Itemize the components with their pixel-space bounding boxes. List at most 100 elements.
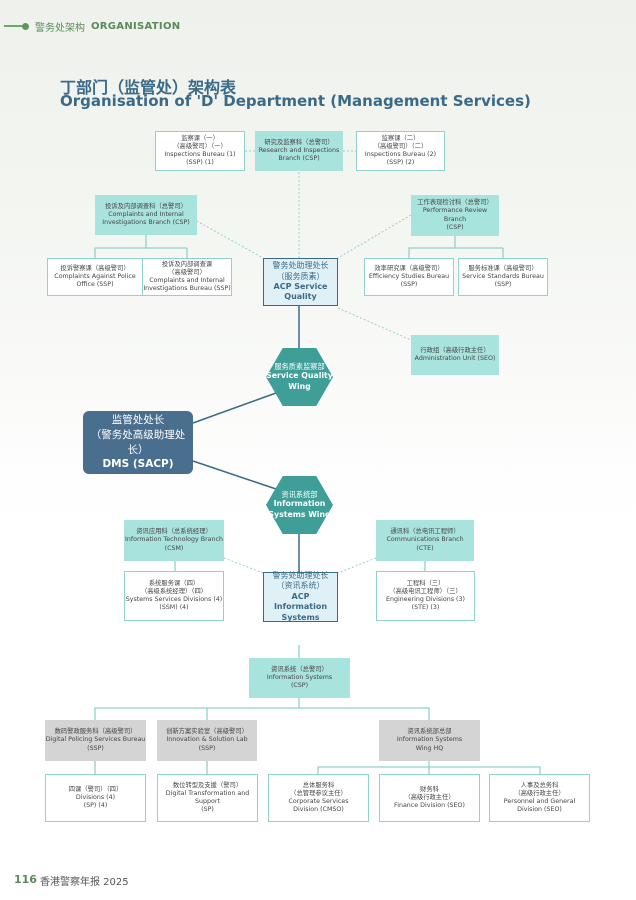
iswhq-zh: 资讯系统部总部: [407, 728, 452, 736]
complaints-internal-investigations-bureau: 投诉及内部调查课 （高级警司） Complaints and Internal …: [142, 258, 232, 296]
ib1-en1: Inspections Bureau (1): [164, 151, 236, 158]
isl-zh: 创新方案实验室（高级警司）: [166, 728, 248, 736]
iswhq-en1: Information Systems: [396, 736, 463, 744]
dpsb-en1: Digital Policing Services Bureau: [45, 736, 146, 744]
ri-en2: Branch (CSP): [278, 155, 320, 163]
digital-transformation-support: 数位转型及支援（警司） Digital Transformation and S…: [157, 774, 258, 822]
isw-en2: Systems Wing: [268, 509, 331, 519]
dts-zh: 数位转型及支援（警司）: [172, 781, 243, 789]
personnel-general-division: 人事及总务科 （高级行政主任） Personnel and General Di…: [489, 774, 590, 822]
ciib-zh: 投诉及内部调查科（总警司）: [105, 202, 187, 210]
eng-en2: (STE) (3): [411, 604, 440, 612]
complaints-internal-investigations-branch: 投诉及内部调查科（总警司） Complaints and Internal In…: [95, 195, 197, 235]
acpis-en2: Systems: [281, 612, 320, 622]
dts-en2: (SP): [201, 806, 214, 814]
ri-en1: Research and Inspections: [258, 146, 340, 154]
div4-en1: Divisions (4): [75, 793, 116, 801]
acpis-zh1: 警务处助理处长: [272, 571, 329, 581]
cb-en2: (CTE): [416, 544, 434, 552]
capo-en1: Complaints Against Police: [54, 272, 136, 280]
acp-information-systems: 警务处助理处长 （资讯系统） ACP Information Systems: [263, 571, 338, 622]
header-dot: [22, 22, 29, 30]
pg-en1: Personnel and General: [503, 798, 576, 805]
admin-zh: 行政组（高级行政主任）: [420, 346, 490, 354]
acp-service-quality: 警务处助理处长 （服务质素） ACP Service Quality: [263, 258, 338, 306]
div4-zh: 四课（警司）（四）: [68, 785, 123, 793]
iswhq-en2: Wing HQ: [415, 744, 444, 752]
director-management-services: 监管处处长 （警务处高级助理处长） DMS (SACP): [83, 411, 193, 474]
main-connectors: [192, 306, 300, 572]
dms-l3: DMS (SACP): [102, 458, 174, 471]
administration-unit: 行政组（高级行政主任） Administration Unit (SEO): [411, 335, 499, 375]
innovation-solution-lab: 创新方案实验室（高级警司） Innovation & Solution Lab …: [157, 720, 257, 761]
ciibur-zh2: （高级警司）: [168, 268, 206, 276]
ib1-zh2: （高级警司）（一）: [173, 142, 227, 150]
itb-en2: (CSM): [164, 544, 184, 552]
section-header: 警务处架构 ORGANISATION: [0, 18, 180, 34]
prb-en1: Performance Review Branch: [422, 207, 488, 223]
admin-en: Administration Unit (SEO): [414, 355, 496, 362]
inspections-bureau-1: 监察课（一） （高级警司）（一） Inspections Bureau (1) …: [155, 131, 245, 171]
page-title-en: Organisation of 'D' Department (Manageme…: [60, 92, 531, 110]
acpsq-zh1: 警务处助理处长: [272, 261, 329, 271]
header-zh: 警务处架构: [35, 22, 85, 34]
eng-zh1: 工程科（三）: [406, 579, 445, 587]
is-en1: Information Systems: [266, 673, 333, 681]
ssd-zh1: 系统服务课（四）: [148, 579, 200, 587]
acpsq-en1: ACP Service: [273, 282, 328, 291]
itb-en1: Information Technology Branch: [125, 536, 223, 544]
ib1-zh1: 监察课（一）: [181, 134, 219, 142]
cb-en1: Communications Branch: [386, 536, 464, 544]
pg-zh1: 人事及总务科: [520, 781, 559, 789]
systems-services-divisions: 系统服务课（四） （高级系统经理）（四） Systems Services Di…: [124, 571, 224, 621]
ssb-zh: 服务标准课（高级警司）: [468, 264, 538, 272]
footer-publication: 香港警察年报 2025: [40, 877, 129, 888]
corporate-services-division: 总体服务科 （总管理参议主任） Corporate Services Divis…: [268, 774, 369, 822]
fin-zh2: （高级行政主任）: [404, 793, 455, 801]
isw-en1: Information: [273, 499, 326, 509]
sqw-zh: 服务质素监察部: [274, 361, 325, 371]
ib1-en2: (SSP) (1): [186, 159, 214, 167]
performance-review-branch: 工作表现检讨科（总警司） Performance Review Branch (…: [411, 195, 499, 236]
esb-en: Efficiency Studies Bureau (SSP): [368, 272, 450, 289]
acpsq-zh2: （服务质素）: [276, 271, 325, 281]
ib2-en1: Inspections Bureau (2): [364, 151, 437, 158]
page-title-zh: 丁部门（监管处）架构表: [60, 78, 237, 97]
dts-en1: Digital Transformation and Support: [165, 789, 250, 805]
header-line: [4, 25, 24, 27]
ssd-en2: (SSM) (4): [159, 604, 189, 612]
cb-zh: 通讯科（总电讯工程师）: [390, 528, 460, 536]
is-en2: (CSP): [290, 682, 309, 690]
cs-zh2: （总管理参议主任）: [290, 789, 347, 797]
communications-branch: 通讯科（总电讯工程师） Communications Branch (CTE): [376, 520, 474, 561]
service-standards-bureau: 服务标准课（高级警司） Service Standards Bureau (SS…: [458, 258, 548, 296]
cs-en1: Corporate Services: [288, 798, 349, 805]
pg-zh2: （高级行政主任）: [514, 789, 565, 797]
dms-l1: 监管处处长: [111, 414, 165, 427]
acpis-zh2: （资讯系统）: [276, 581, 325, 591]
header-en: ORGANISATION: [91, 20, 181, 32]
pg-en2: Division (SEO): [517, 806, 562, 814]
acpis-en1: ACP Information: [273, 591, 328, 612]
ssb-en: Service Standards Bureau (SSP): [462, 272, 544, 289]
ib2-zh2: （高级警司）（二）: [373, 142, 428, 150]
engineering-divisions: 工程科（三） （高级电讯工程师）（三） Engineering Division…: [376, 571, 475, 621]
dpsb-zh: 数码警政服务科（高级警司）: [54, 728, 137, 736]
information-technology-branch: 资讯应用科（总系统经理） Information Technology Bran…: [124, 520, 224, 561]
dms-l2: （警务处高级助理处长）: [90, 428, 186, 456]
cs-en2: Division (CMSO): [293, 806, 344, 814]
ciibur-zh1: 投诉及内部调查课: [161, 260, 213, 268]
capo-zh: 投诉警察课（高级警司）: [60, 264, 130, 272]
divisions-4: 四课（警司）（四） Divisions (4) (SP) (4): [45, 774, 146, 822]
page-number: 116: [14, 873, 37, 886]
ciibur-en2: Investigations Bureau (SSP): [143, 285, 231, 293]
isw-zh: 资讯系统部: [281, 489, 318, 499]
ciibur-en1: Complaints and Internal: [149, 277, 225, 284]
solid-teal-connectors: [94, 235, 541, 774]
fin-en: Finance Division (SEO): [394, 802, 465, 810]
research-inspections-branch: 研究及监察科（总警司） Research and Inspections Bra…: [255, 131, 343, 171]
efficiency-studies-bureau: 效率研究课（高级警司） Efficiency Studies Bureau (S…: [364, 258, 454, 296]
prb-en2: (CSP): [446, 223, 464, 231]
ib2-zh1: 监察课（二）: [381, 134, 420, 142]
